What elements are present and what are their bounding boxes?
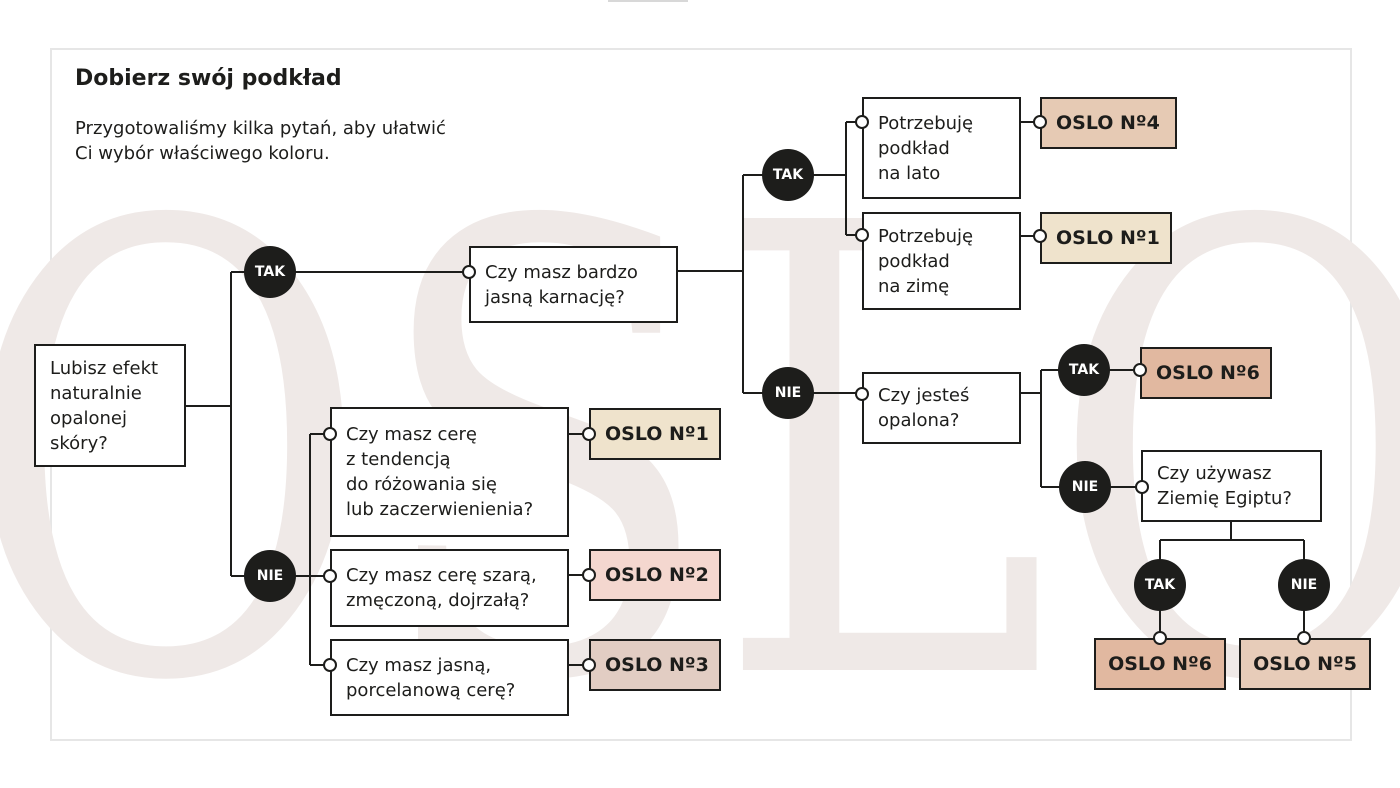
yes-badge-start: TAK [244,246,296,298]
connector-pin [323,569,337,583]
result-oslo-1-redness: OSLO Nº1 [589,408,721,460]
result-oslo-3: OSLO Nº3 [589,639,721,691]
no-badge-earth: NIE [1278,559,1330,611]
connector-pin [1033,229,1047,243]
question-start-label: Lubisz efekt naturalnie opalonej skóry? [50,357,159,454]
no-badge-tanned: NIE [1059,461,1111,513]
result-oslo-2: OSLO Nº2 [589,549,721,601]
connector-pin [582,427,596,441]
connector-pin [462,265,476,279]
question-porcelain: Czy masz jasną, porcelanową cerę? [330,639,569,716]
yes-badge-tanned: TAK [1058,344,1110,396]
result-oslo-6-earth: OSLO Nº6 [1094,638,1226,690]
connector-pin [855,387,869,401]
intro-text: Przygotowaliśmy kilka pytań, aby ułatwić… [75,116,495,166]
question-grey-skin: Czy masz cerę szarą, zmęczoną, dojrzałą? [330,549,569,627]
connector-pin [1297,631,1311,645]
option-winter: Potrzebuję podkład na zimę [862,212,1021,310]
connector-pin [1133,363,1147,377]
no-badge-very-fair: NIE [762,367,814,419]
question-tanned: Czy jesteś opalona? [862,372,1021,444]
question-start: Lubisz efekt naturalnie opalonej skóry? [34,344,186,467]
question-very-fair: Czy masz bardzo jasną karnację? [469,246,678,323]
result-oslo-4: OSLO Nº4 [1040,97,1177,149]
connector-pin [582,568,596,582]
no-badge-start: NIE [244,550,296,602]
question-egyptian-earth: Czy używasz Ziemię Egiptu? [1141,450,1322,522]
result-oslo-6-tanned: OSLO Nº6 [1140,347,1272,399]
intro-text-content: Przygotowaliśmy kilka pytań, aby ułatwić… [75,118,446,164]
option-summer: Potrzebuję podkład na lato [862,97,1021,199]
option-winter-label: Potrzebuję podkład na zimę [878,225,974,297]
yes-badge-very-fair: TAK [762,149,814,201]
question-porcelain-label: Czy masz jasną, porcelanową cerę? [346,654,516,701]
connector-pin [855,228,869,242]
page-title: Dobierz swój podkład [75,66,342,91]
option-summer-label: Potrzebuję podkład na lato [878,112,974,184]
yes-badge-earth: TAK [1134,559,1186,611]
question-redness-label: Czy masz cerę z tendencją do różowania s… [346,424,534,520]
connector-pin [1135,480,1149,494]
question-grey-skin-label: Czy masz cerę szarą, zmęczoną, dojrzałą? [346,565,537,611]
connector-pin [323,427,337,441]
top-divider [608,0,688,2]
result-oslo-5: OSLO Nº5 [1239,638,1371,690]
connector-pin [1153,631,1167,645]
question-redness: Czy masz cerę z tendencją do różowania s… [330,407,569,537]
connector-pin [1033,115,1047,129]
question-very-fair-label: Czy masz bardzo jasną karnację? [485,261,638,308]
result-oslo-1-winter: OSLO Nº1 [1040,212,1172,264]
connector-pin [323,658,337,672]
connector-pin [582,658,596,672]
connector-pin [855,115,869,129]
question-tanned-label: Czy jesteś opalona? [878,385,970,431]
question-egyptian-earth-label: Czy używasz Ziemię Egiptu? [1157,463,1292,509]
